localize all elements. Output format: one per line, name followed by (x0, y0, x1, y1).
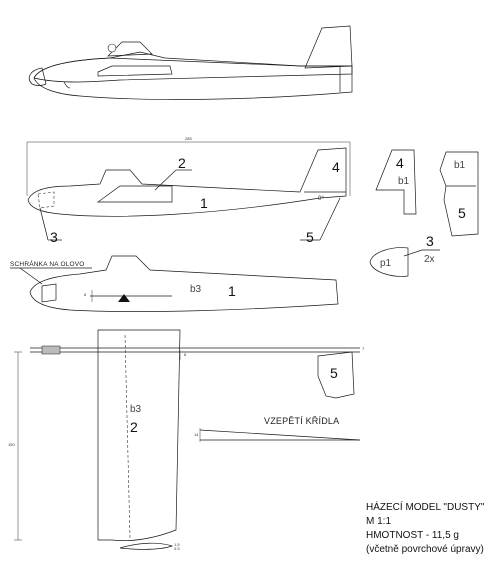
small-dim-7: 7 (362, 346, 365, 351)
cut-part-3-outline (369, 247, 409, 277)
title-line-4: (včetně povrchové úpravy) (366, 544, 484, 555)
fuselage-material: b3 (190, 284, 202, 295)
part-number-fin-base: 5 (306, 229, 314, 245)
fuselage-top-outline (29, 255, 339, 312)
cut-part-3-number: 3 (426, 233, 434, 249)
color-rendering (28, 25, 353, 100)
nose-piece-dashed (37, 191, 55, 209)
small-dim-0-5: 0.5 (174, 546, 180, 551)
rendering-pilot-head (107, 43, 117, 53)
cut-part-4-material: b1 (398, 176, 410, 187)
canopy-insert-outline (96, 185, 173, 203)
rendering-nose-cone (28, 67, 47, 86)
cut-part-5-number: 5 (458, 205, 466, 221)
part-number-fuselage-top: 1 (228, 283, 236, 299)
part-number-canopy-insert: 2 (178, 155, 186, 171)
rendering-wing-root (97, 65, 173, 77)
rendering-smile (63, 81, 71, 89)
span-dimension-label: 150 (8, 442, 15, 447)
cut-parts: 4 b1 b1 5 p1 3 2x (369, 149, 479, 277)
cut-part-3-quantity: 2x (424, 254, 435, 265)
dihedral-label: VZEPĚTÍ KŘÍDLA (264, 416, 339, 426)
wing-centerline (124, 334, 131, 539)
title-line-1: HÁZECÍ MODEL "DUSTY" (366, 500, 485, 513)
rendering-fuselage-orange (33, 51, 353, 83)
dihedral-diagram: VZEPĚTÍ KŘÍDLA 14 (194, 416, 361, 442)
title-line-2: M 1:1 (366, 516, 391, 527)
ballast-box-label: SCHRÁNKA NA OLOVO (10, 259, 85, 268)
rendering-fin (304, 25, 353, 69)
ballast-box (41, 283, 57, 303)
wing-outline (97, 329, 181, 542)
dihedral-value: 14 (194, 432, 199, 437)
side-view: 285 0° 1 2 3 4 5 (26, 136, 351, 245)
cut-part-5-outline (439, 151, 479, 237)
cut-part-5-material: b1 (454, 160, 466, 171)
title-block: HÁZECÍ MODEL "DUSTY" M 1:1 HMOTNOST - 11… (366, 500, 485, 555)
small-dim-8a: 8 (84, 292, 87, 297)
wing-section-profile (119, 542, 174, 550)
cut-part-4-number: 4 (396, 155, 404, 171)
part-number-stabilizer: 5 (330, 365, 338, 381)
top-view: SCHRÁNKA NA OLOVO 8 b3 1 (10, 255, 339, 312)
wing-material: b3 (130, 404, 142, 415)
stabilizer-outline (317, 351, 355, 399)
wing-joiner (41, 345, 61, 355)
part-number-fin: 4 (332, 159, 340, 175)
small-dim-8b: 8 (184, 352, 187, 357)
cg-marker (118, 294, 130, 302)
overall-length-label: 285 (185, 136, 192, 141)
fin-angle-label: 0° (318, 196, 324, 202)
small-dim-1-5: 1,5 (174, 542, 180, 547)
rendering-fuselage-white (33, 57, 353, 100)
title-line-3: HMOTNOST - 11,5 g (366, 530, 459, 541)
cut-part-3-material: p1 (380, 258, 392, 269)
part-number-fuselage: 1 (200, 195, 208, 211)
dihedral-wing (199, 429, 361, 441)
part-number-nose: 3 (50, 229, 58, 245)
part-number-wing: 2 (130, 419, 138, 435)
rendering-canopy (107, 41, 153, 57)
wing-view: 150 b3 2 8 7 0.5 1,5 5 (8, 329, 365, 551)
cut-part-4-outline (375, 149, 417, 215)
fuselage-side-outline (27, 147, 347, 217)
